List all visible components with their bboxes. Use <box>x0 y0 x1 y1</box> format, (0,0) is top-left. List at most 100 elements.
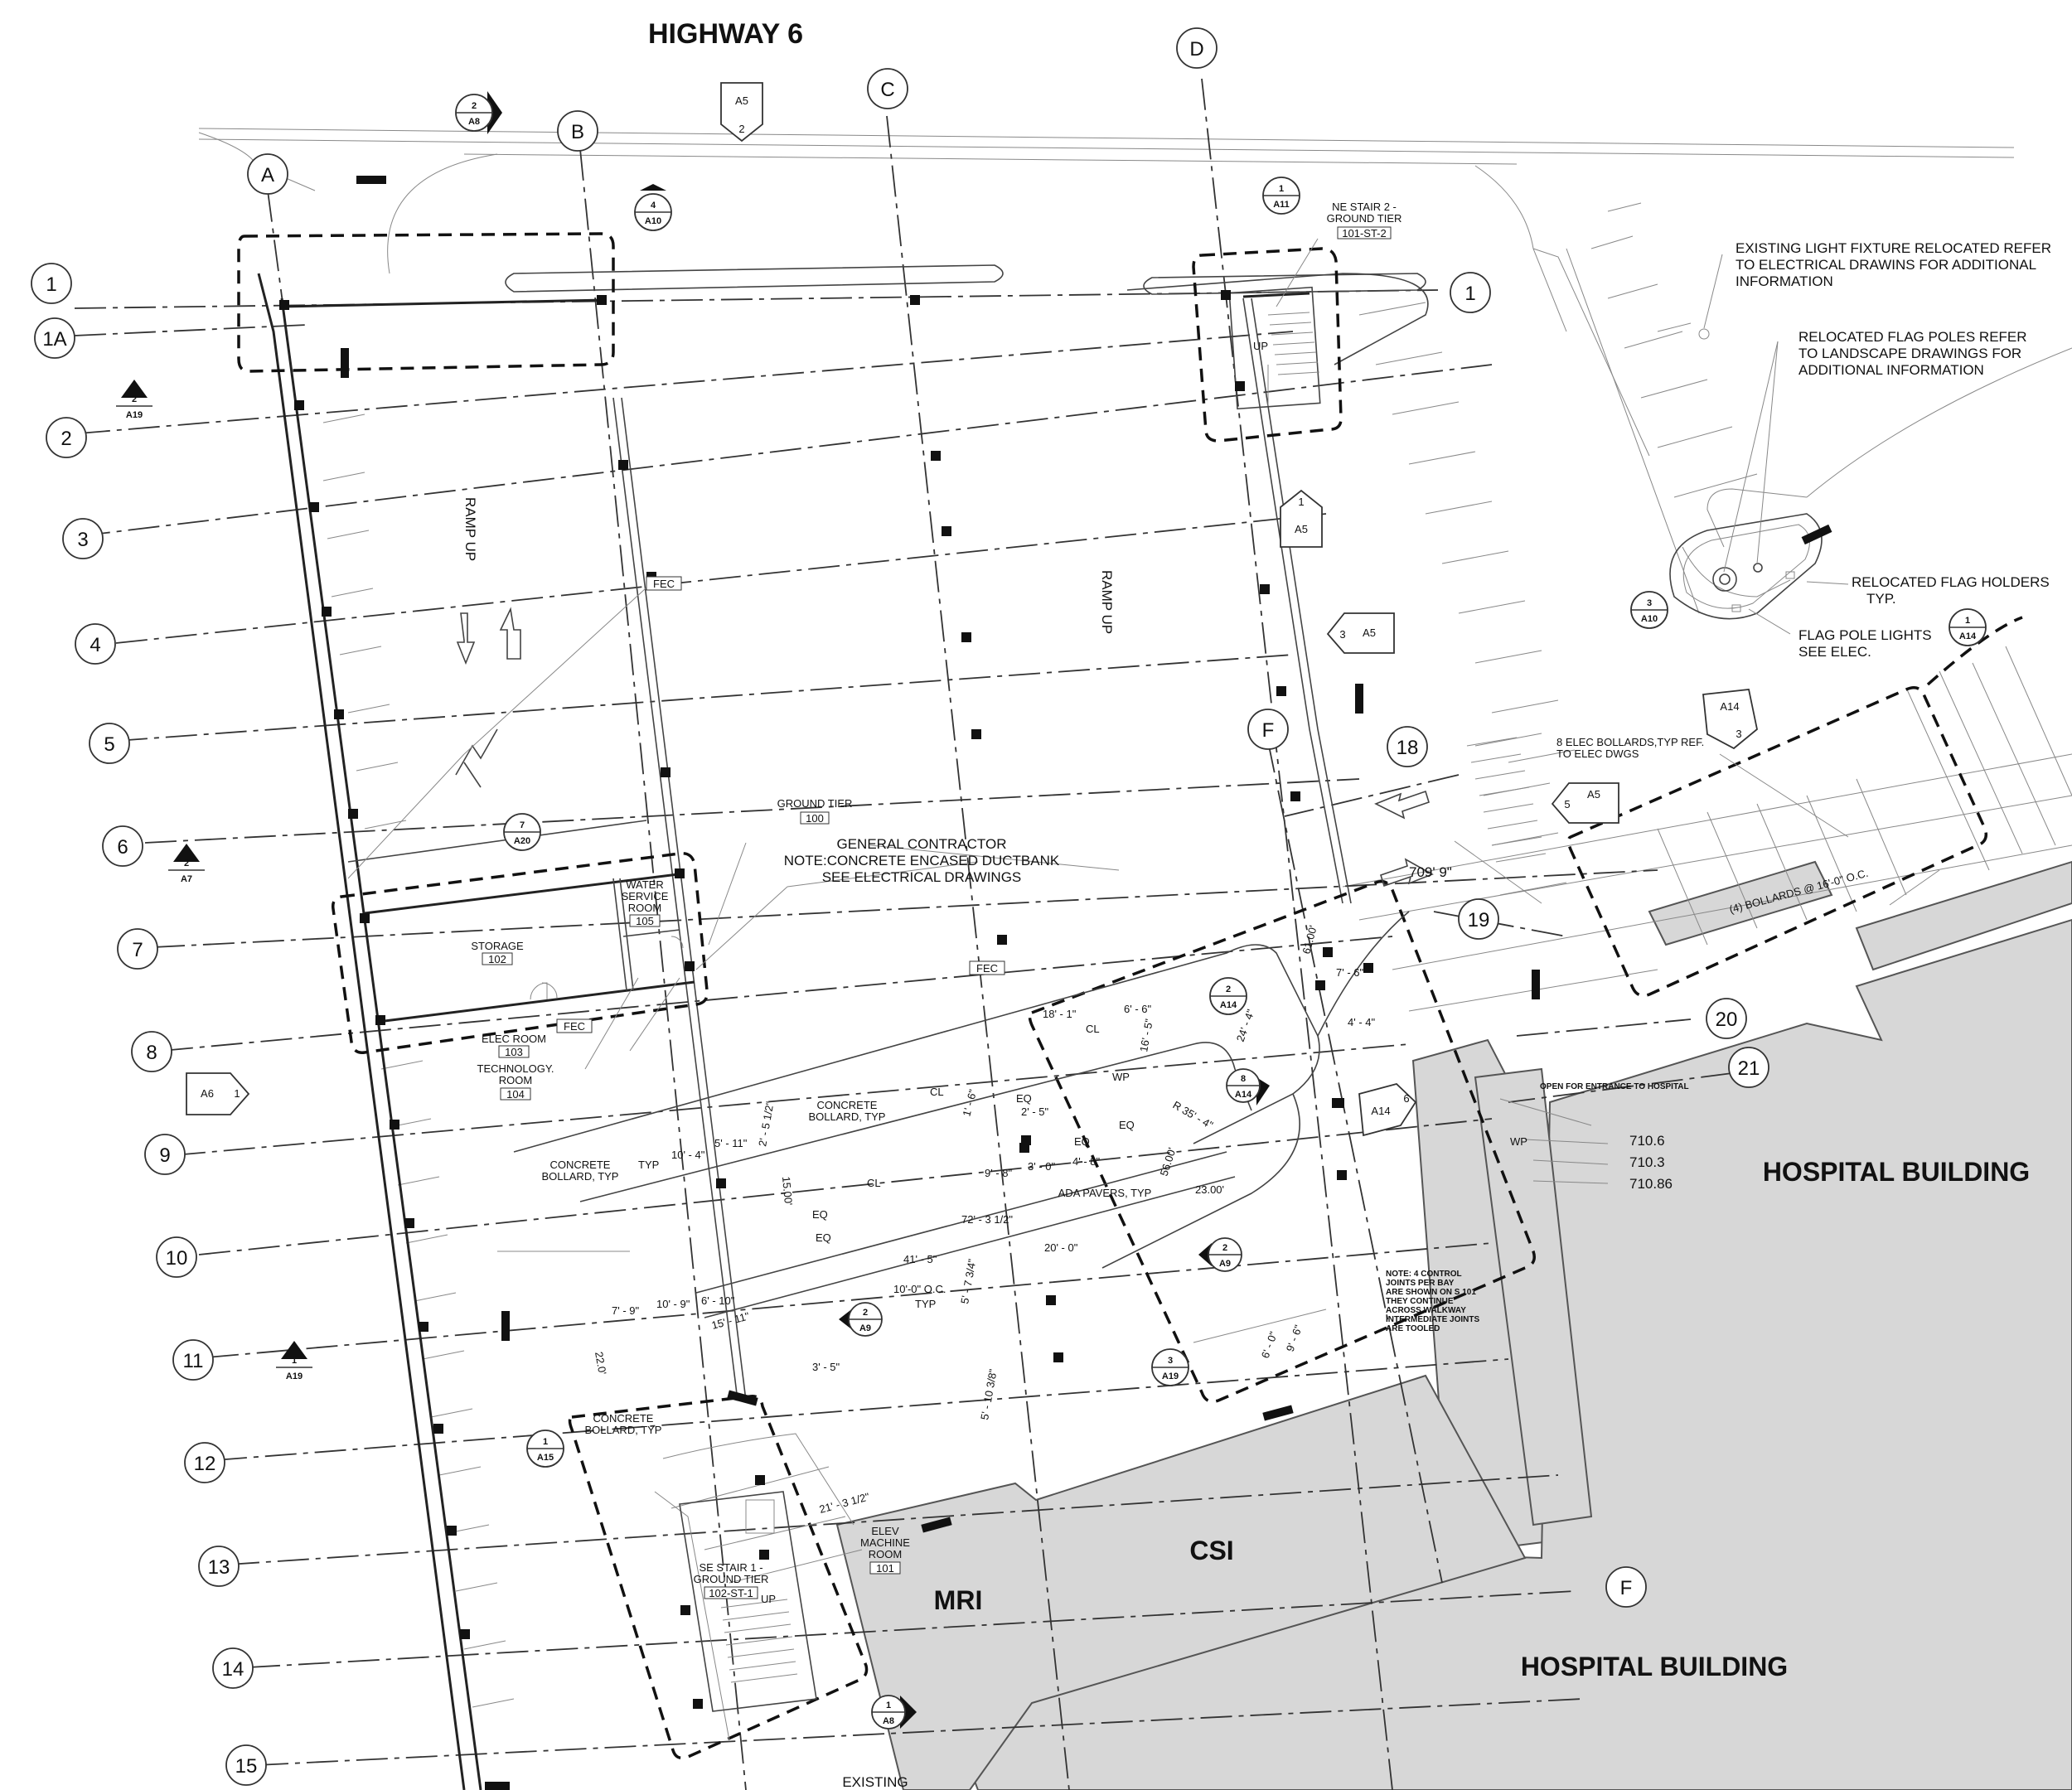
svg-text:A10: A10 <box>645 216 661 226</box>
grid-bubble-5: 5 <box>89 723 130 764</box>
svg-text:GROUND TIER: GROUND TIER <box>777 797 853 810</box>
svg-text:UP: UP <box>1253 340 1268 352</box>
svg-text:23.00': 23.00' <box>1195 1183 1224 1196</box>
svg-text:19: 19 <box>1468 909 1490 931</box>
svg-text:103: 103 <box>505 1046 523 1058</box>
svg-text:9' - 6": 9' - 6" <box>1284 1323 1305 1353</box>
svg-text:TO ELEC DWGS: TO ELEC DWGS <box>1556 747 1639 760</box>
svg-text:F: F <box>1262 719 1275 742</box>
svg-text:5: 5 <box>1564 798 1570 810</box>
svg-text:A: A <box>261 164 274 186</box>
svg-text:6' - 0": 6' - 0" <box>1259 1329 1280 1360</box>
svg-text:B: B <box>571 121 584 143</box>
svg-text:ROOM: ROOM <box>628 902 661 914</box>
svg-text:3: 3 <box>77 529 88 551</box>
hospital-building-label-2: HOSPITAL BUILDING <box>1521 1652 1788 1681</box>
grid-bubble-15: 15 <box>225 1744 267 1786</box>
svg-text:5' - 10 3/8": 5' - 10 3/8" <box>978 1367 1000 1420</box>
svg-text:710.3: 710.3 <box>1629 1154 1665 1170</box>
svg-text:A9: A9 <box>859 1323 871 1333</box>
svg-text:15: 15 <box>235 1755 258 1778</box>
svg-text:2: 2 <box>472 101 477 111</box>
svg-text:6' - 10": 6' - 10" <box>701 1294 735 1307</box>
svg-text:WATER: WATER <box>626 878 664 891</box>
svg-text:D: D <box>1189 38 1203 60</box>
parking-stalls <box>322 202 1758 1708</box>
svg-text:10' - 9": 10' - 9" <box>656 1298 690 1310</box>
svg-text:14: 14 <box>222 1658 244 1681</box>
svg-text:5' - 7 3/4": 5' - 7 3/4" <box>958 1258 978 1305</box>
hospital-building-fill <box>835 860 2072 1790</box>
svg-text:A11: A11 <box>1273 200 1290 210</box>
svg-text:BOLLARD, TYP: BOLLARD, TYP <box>585 1424 662 1436</box>
grid-bubble-A: A <box>247 153 288 195</box>
svg-text:3: 3 <box>1168 1356 1173 1366</box>
svg-text:A5: A5 <box>735 94 748 107</box>
svg-text:4' - 4": 4' - 4" <box>1348 1016 1375 1028</box>
svg-text:SERVICE: SERVICE <box>622 890 669 902</box>
svg-text:2' - 5": 2' - 5" <box>1021 1105 1048 1118</box>
grid-bubbles: A B C D 1 1A 1 2 3 4 5 6 7 8 9 10 11 12 … <box>31 27 1769 1786</box>
svg-text:ACROSS WALKWAY: ACROSS WALKWAY <box>1386 1306 1466 1315</box>
grid-bubble-6: 6 <box>102 825 143 867</box>
hospital-building-label: HOSPITAL BUILDING <box>1763 1157 2030 1187</box>
parking-structure-walls <box>257 264 1429 1790</box>
svg-text:TYP.: TYP. <box>1866 591 1896 607</box>
svg-text:TO LANDSCAPE DRAWINGS FOR: TO LANDSCAPE DRAWINGS FOR <box>1798 346 2021 361</box>
svg-text:FEC: FEC <box>976 962 998 975</box>
leader-lines <box>708 238 1940 1184</box>
svg-text:A14: A14 <box>1959 631 1977 641</box>
svg-text:ADA PAVERS, TYP: ADA PAVERS, TYP <box>1058 1187 1152 1199</box>
svg-text:CL: CL <box>1086 1023 1100 1035</box>
svg-text:12: 12 <box>194 1453 216 1475</box>
svg-text:1A: 1A <box>42 328 66 351</box>
svg-text:4: 4 <box>90 634 100 656</box>
grid-bubble-8: 8 <box>131 1031 172 1072</box>
svg-text:WP: WP <box>1510 1135 1527 1148</box>
csi-label: CSI <box>1189 1536 1233 1565</box>
svg-text:4' - 8": 4' - 8" <box>1072 1155 1100 1168</box>
svg-text:13: 13 <box>208 1556 230 1579</box>
svg-text:9' - 8": 9' - 8" <box>985 1167 1012 1179</box>
grid-bubble-18: 18 <box>1387 726 1428 767</box>
svg-text:STORAGE: STORAGE <box>471 940 524 952</box>
svg-text:21' - 3 1/2": 21' - 3 1/2" <box>818 1490 871 1516</box>
svg-text:FEC: FEC <box>653 578 675 590</box>
svg-text:1: 1 <box>1279 184 1284 194</box>
svg-text:NOTE: 4 CONTROL: NOTE: 4 CONTROL <box>1386 1270 1462 1279</box>
svg-text:A5: A5 <box>1587 788 1600 801</box>
svg-text:GROUND TIER: GROUND TIER <box>1327 212 1402 225</box>
grid-bubble-20: 20 <box>1706 998 1747 1039</box>
svg-text:22.0': 22.0' <box>593 1351 609 1376</box>
spot-elevations: 709' 9" 710.6 710.3 710.86 <box>1409 864 1673 1192</box>
svg-text:EQ: EQ <box>1119 1119 1135 1131</box>
svg-text:1: 1 <box>292 1356 297 1366</box>
svg-text:A19: A19 <box>1162 1372 1179 1381</box>
svg-text:SE STAIR 1 -: SE STAIR 1 - <box>699 1561 762 1574</box>
svg-text:2: 2 <box>863 1308 868 1318</box>
svg-text:102: 102 <box>488 953 506 965</box>
svg-text:2: 2 <box>184 859 189 868</box>
ramp-up-label-1: RAMP UP <box>462 497 478 561</box>
svg-text:1: 1 <box>1965 616 1970 626</box>
svg-text:6' - 6": 6' - 6" <box>1124 1003 1151 1015</box>
svg-text:102-ST-1: 102-ST-1 <box>709 1587 753 1599</box>
svg-text:101-ST-2: 101-ST-2 <box>1342 227 1386 239</box>
svg-text:INFORMATION: INFORMATION <box>1736 273 1833 289</box>
svg-text:8 ELEC BOLLARDS,TYP REF.: 8 ELEC BOLLARDS,TYP REF. <box>1556 736 1704 748</box>
svg-text:5' - 11": 5' - 11" <box>714 1137 748 1149</box>
grid-bubble-21: 21 <box>1728 1047 1769 1088</box>
svg-text:709' 9": 709' 9" <box>1409 864 1452 880</box>
svg-text:BOLLARD, TYP: BOLLARD, TYP <box>809 1110 886 1123</box>
svg-text:FEC: FEC <box>564 1020 585 1033</box>
svg-text:3' - 0": 3' - 0" <box>1028 1160 1055 1173</box>
svg-text:ARE TOOLED: ARE TOOLED <box>1386 1324 1440 1333</box>
svg-text:A14: A14 <box>1720 700 1739 713</box>
small-tags: FEC FEC FEC UP UP WP WP CL CL CL EQ EQ E… <box>556 340 1527 1605</box>
svg-text:F: F <box>1620 1577 1633 1599</box>
